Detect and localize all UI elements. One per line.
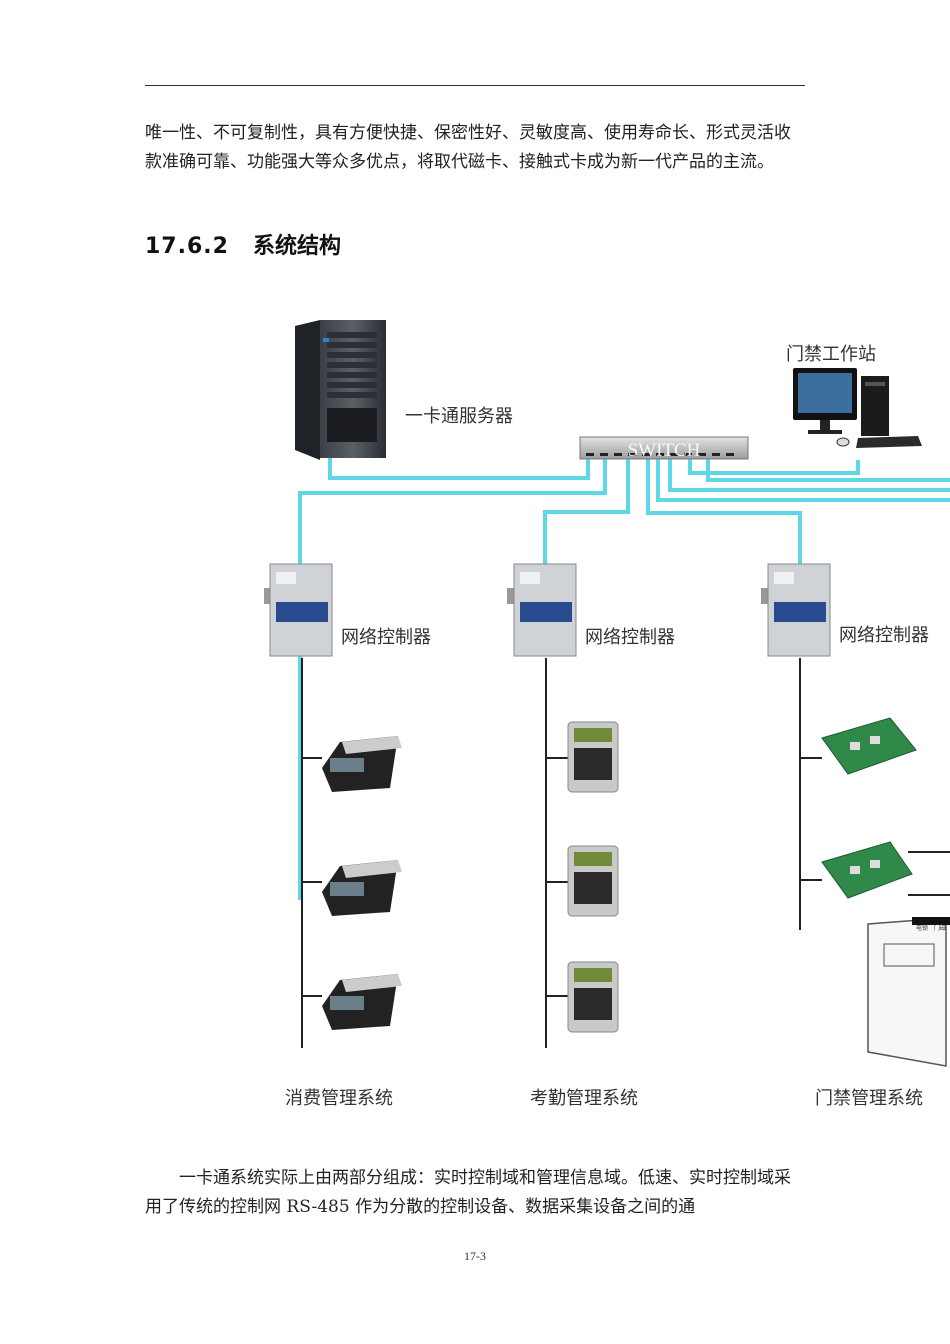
controller-label-2: 网络控制器 xyxy=(585,627,675,648)
network-controller-1 xyxy=(264,563,333,657)
controller-label-1: 网络控制器 xyxy=(341,627,431,648)
server-switch-link xyxy=(328,458,590,480)
system-label-attendance: 考勤管理系统 xyxy=(530,1088,638,1109)
link-offpage-3 xyxy=(656,458,950,502)
attendance-terminal-2 xyxy=(567,845,619,917)
header-rule xyxy=(145,85,805,86)
access-control-board-2 xyxy=(821,841,913,899)
link-controller-1 xyxy=(298,458,607,900)
paragraph-top: 唯一性、不可复制性，具有方便快捷、保密性好、灵敏度高、使用寿命长、形式灵活收款准… xyxy=(145,123,791,172)
section-number: 17.6.2 xyxy=(145,234,229,259)
link-controller-2 xyxy=(543,458,630,570)
attendance-terminal-3 xyxy=(567,961,619,1033)
section-heading: 17.6.2 系统结构 xyxy=(145,228,341,260)
network-lines xyxy=(298,458,950,900)
network-controller-3 xyxy=(761,563,831,657)
link-controller-3 xyxy=(646,458,802,570)
door-label-lock: 电锁 xyxy=(916,924,928,932)
server-icon xyxy=(295,320,386,460)
link-workstation xyxy=(688,458,860,475)
page-number: 17-3 xyxy=(464,1249,486,1263)
bus-lines xyxy=(301,658,950,1048)
pos-terminal-2 xyxy=(322,860,402,916)
pos-terminal-3 xyxy=(322,974,402,1030)
system-structure-diagram: SWITCH xyxy=(0,290,950,1120)
door-icon xyxy=(867,917,950,1067)
workstation-icon xyxy=(793,368,922,448)
door-label-sensor: 门磁 xyxy=(934,924,946,932)
network-controller-2 xyxy=(507,563,577,657)
switch-label: SWITCH xyxy=(628,440,701,461)
system-label-access: 门禁管理系统 xyxy=(815,1088,923,1109)
workstation-label: 门禁工作站 xyxy=(786,344,876,365)
system-label-consumption: 消费管理系统 xyxy=(285,1088,393,1109)
server-label: 一卡通服务器 xyxy=(405,406,513,427)
link-offpage-2 xyxy=(668,458,950,492)
link-offpage-1 xyxy=(706,458,950,482)
controller-label-3: 网络控制器 xyxy=(839,625,929,646)
section-title: 系统结构 xyxy=(252,234,341,259)
diagram-canvas: SWITCH xyxy=(264,320,950,1067)
switch-icon xyxy=(579,436,749,460)
paragraph-bottom: 一卡通系统实际上由两部分组成：实时控制域和管理信息域。低速、实时控制域采用了传统… xyxy=(145,1168,791,1217)
access-control-board-1 xyxy=(821,717,917,775)
pos-terminal-1 xyxy=(322,736,402,792)
attendance-terminal-1 xyxy=(567,721,619,793)
